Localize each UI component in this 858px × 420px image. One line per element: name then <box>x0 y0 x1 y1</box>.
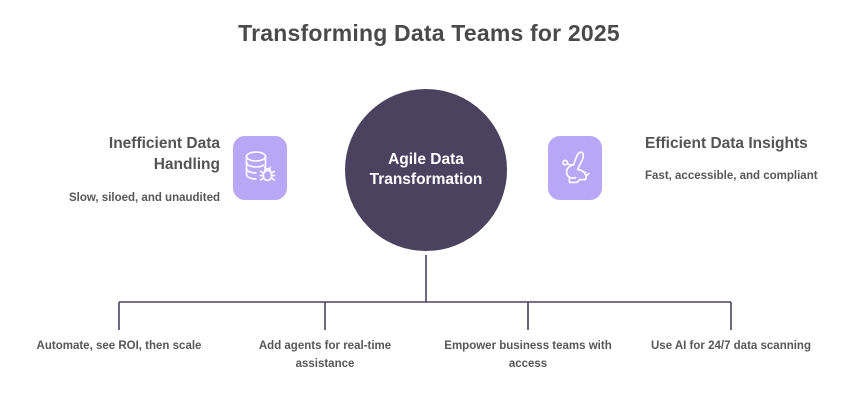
center-node: Agile Data Transformation <box>341 85 511 255</box>
center-node-label: Agile Data Transformation <box>369 150 483 188</box>
left-side-block: Inefficient Data Handling Slow, siloed, … <box>40 133 220 208</box>
leaf-label: Automate, see ROI, then scale <box>36 340 202 352</box>
left-side-heading: Inefficient Data Handling <box>108 135 220 174</box>
leaf-label: Add agents for real-time assistance <box>258 340 392 370</box>
right-side-block: Efficient Data Insights Fast, accessible… <box>645 133 825 186</box>
leaf-label: Empower business teams with access <box>444 340 612 370</box>
database-bug-icon-tile <box>233 136 287 200</box>
page-title: Transforming Data Teams for 2025 <box>238 20 620 46</box>
rabbit-icon-tile <box>548 136 602 200</box>
right-side-subtitle: Fast, accessible, and compliant <box>645 170 818 183</box>
left-side-subtitle: Slow, siloed, and unaudited <box>69 191 220 204</box>
right-side-heading: Efficient Data Insights <box>645 135 808 152</box>
leaf-label: Use AI for 24/7 data scanning <box>651 340 811 352</box>
database-bug-icon <box>245 151 276 182</box>
rabbit-icon <box>562 151 590 184</box>
